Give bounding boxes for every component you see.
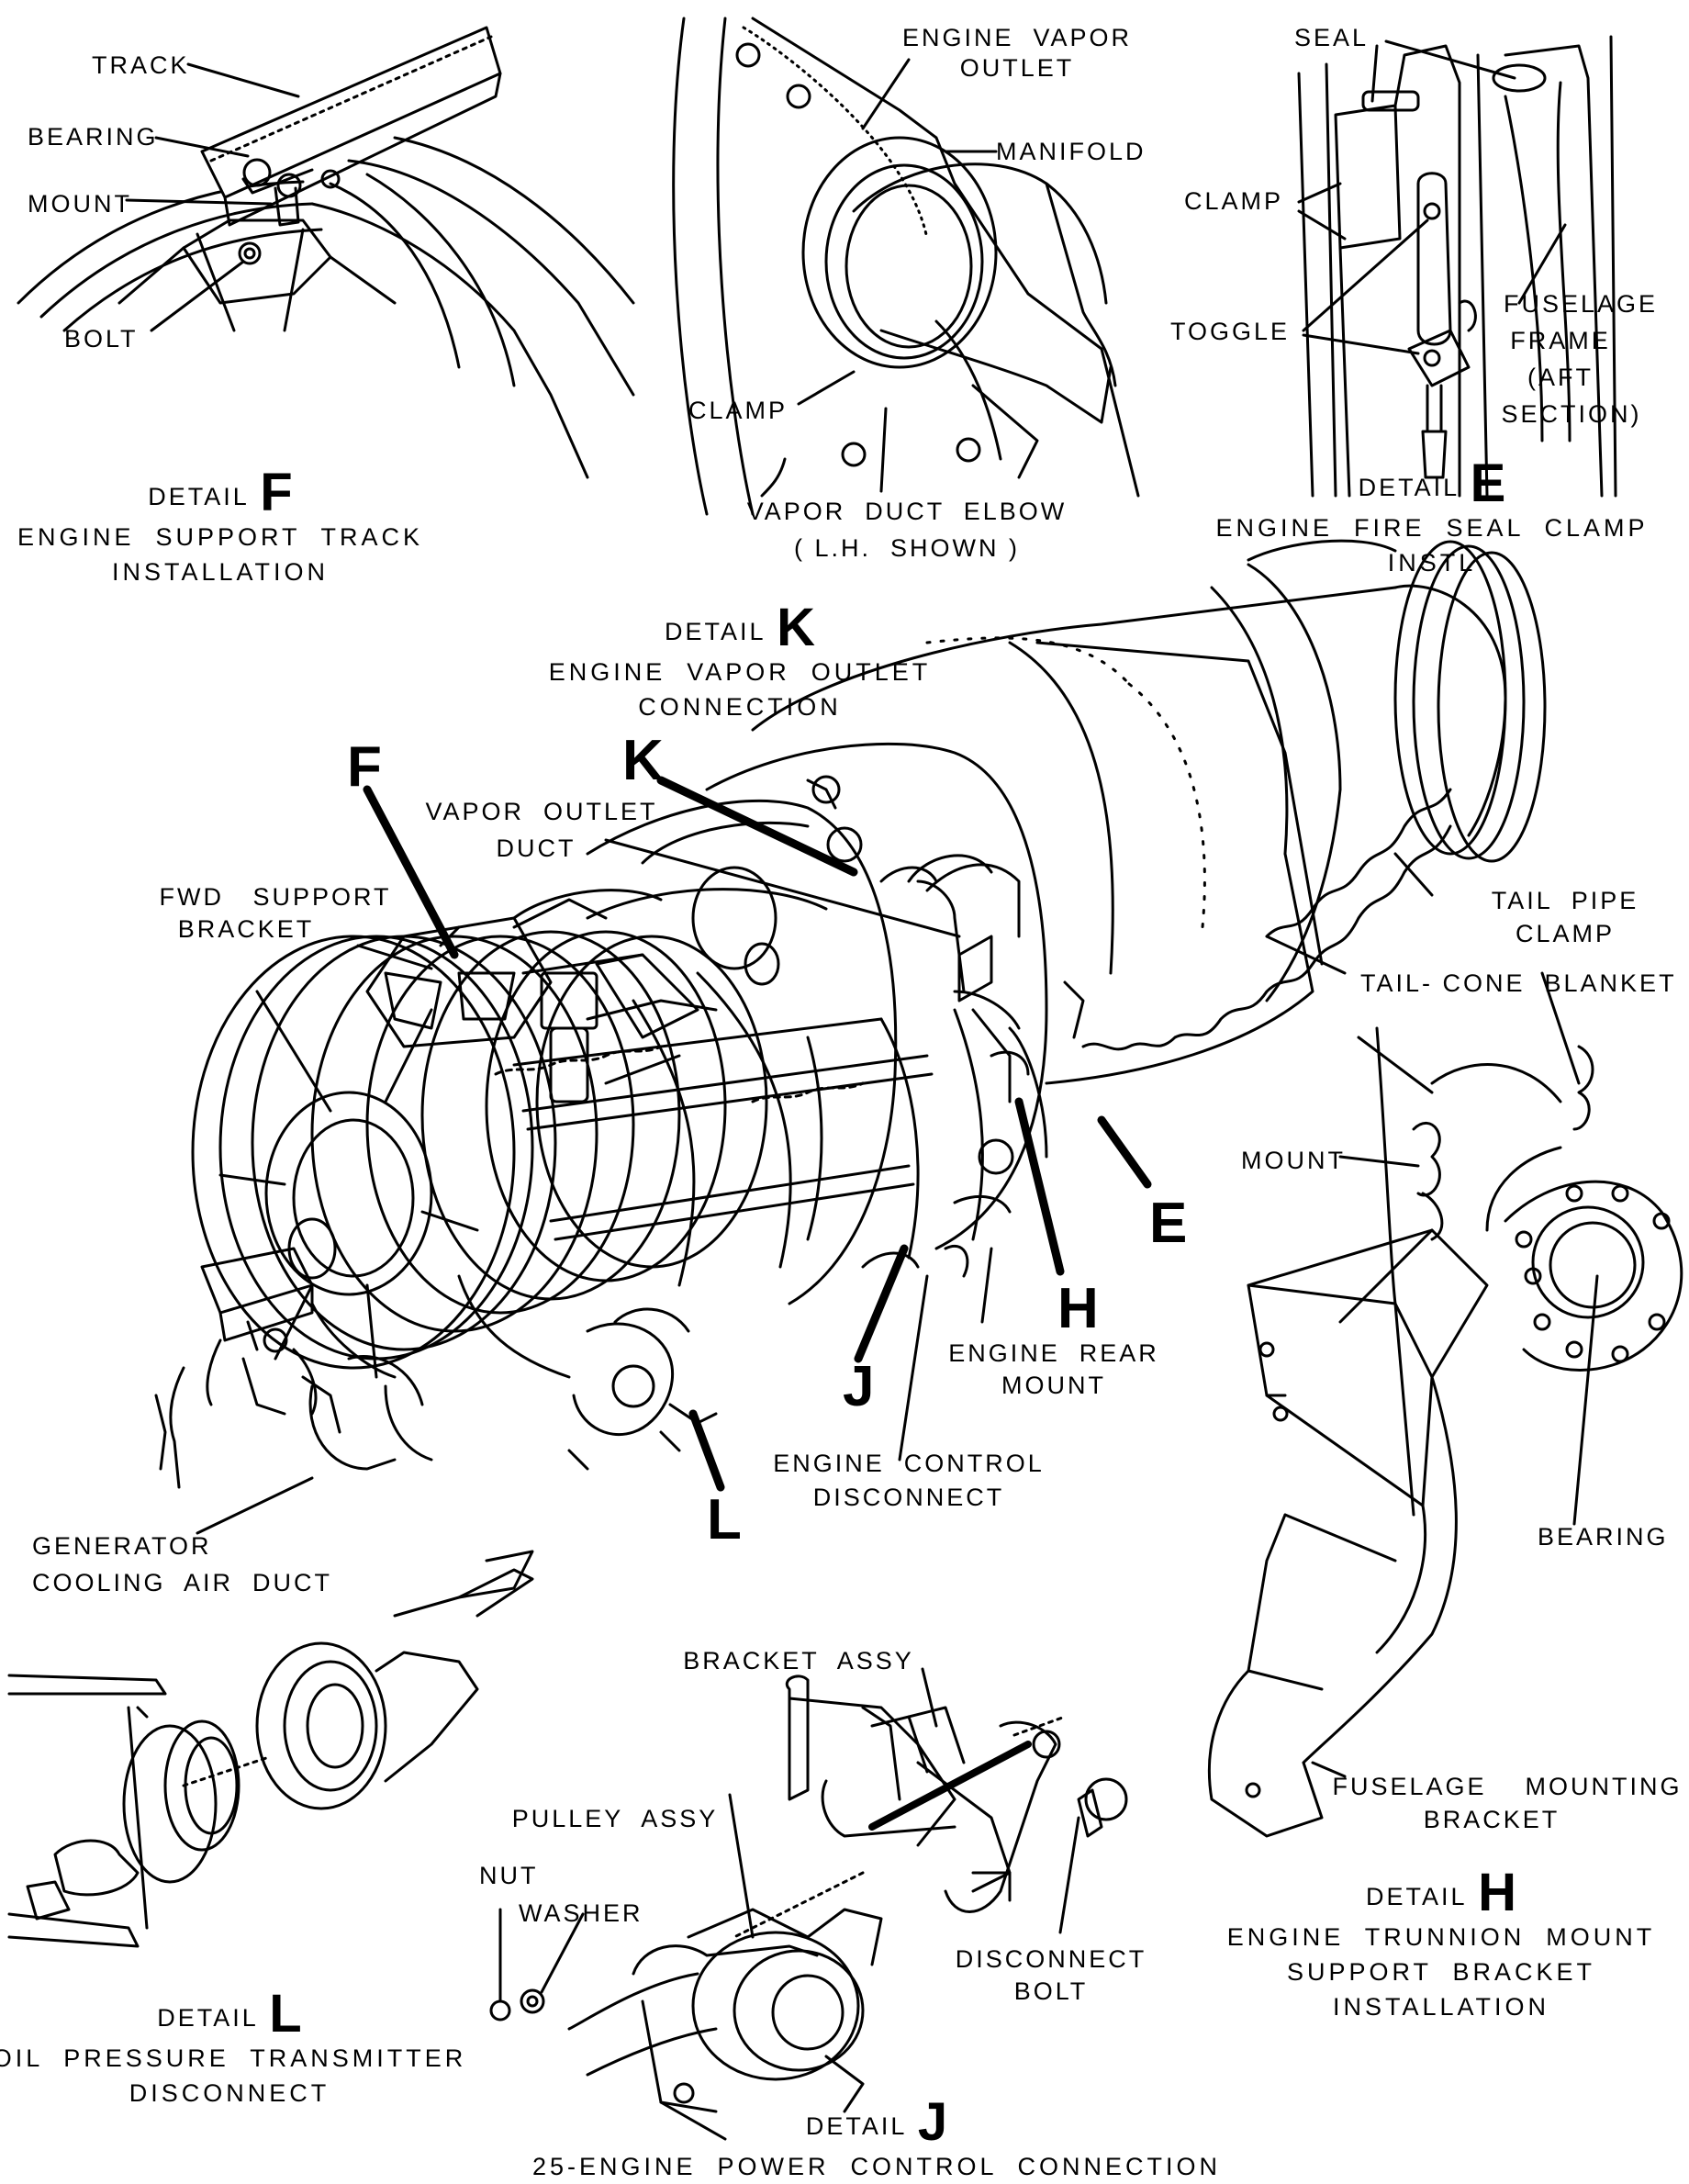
- detail-word: DETAIL: [148, 483, 250, 510]
- detail-l-drawing: [7, 1550, 534, 1948]
- label-engine-rear-2: MOUNT: [1001, 1372, 1106, 1399]
- label-clamp-k: CLAMP: [688, 397, 789, 424]
- detail-j-drawing: [489, 1667, 1128, 2141]
- detail-l-title: OIL PRESSURE TRANSMITTER: [0, 2044, 467, 2072]
- label-generator-2: COOLING AIR DUCT: [32, 1569, 333, 1596]
- label-seal: SEAL: [1294, 24, 1370, 51]
- label-tail-pipe-1: TAIL PIPE: [1491, 887, 1639, 914]
- caption-detail-j: DETAIL J 25-ENGINE POWER CONTROL CONNECT…: [532, 2096, 1221, 2184]
- label-bolt: BOLT: [64, 325, 139, 353]
- label-toggle: TOGGLE: [1170, 318, 1291, 345]
- label-engine-vapor-outlet-1: ENGINE VAPOR: [901, 24, 1133, 51]
- label-engine-control-1: ENGINE CONTROL: [773, 1450, 1045, 1477]
- label-fuselage-frame-4: SECTION): [1501, 400, 1642, 428]
- label-clamp-e: CLAMP: [1184, 187, 1284, 215]
- label-fuselage-mounting-1: FUSELAGE MOUNTING: [1332, 1773, 1683, 1800]
- label-engine-control-2: DISCONNECT: [812, 1484, 1005, 1511]
- detail-word: DETAIL: [1358, 474, 1460, 501]
- label-generator-1: GENERATOR: [32, 1532, 212, 1560]
- detail-h-line3: INSTALLATION: [1332, 1993, 1550, 2021]
- label-fwd-support-2: BRACKET: [177, 915, 315, 943]
- caption-detail-h: DETAIL H ENGINE TRUNNION MOUNT SUPPORT B…: [1227, 1866, 1656, 2024]
- detail-word: DETAIL: [1366, 1883, 1468, 1910]
- label-vapor-duct-elbow: VAPOR DUCT ELBOW: [746, 498, 1068, 525]
- detail-f-drawing: [17, 26, 635, 479]
- label-disconnect-bolt-2: BOLT: [1013, 1977, 1089, 2005]
- label-fuselage-frame-2: FRAME: [1510, 327, 1611, 354]
- label-fuselage-frame-3: (AFT: [1527, 364, 1594, 391]
- detail-k-subtitle: CONNECTION: [638, 693, 842, 721]
- label-nut: NUT: [479, 1862, 539, 1889]
- label-engine-rear-1: ENGINE REAR: [948, 1339, 1159, 1367]
- label-tail-pipe-2: CLAMP: [1515, 920, 1616, 947]
- label-bearing-h: BEARING: [1538, 1523, 1669, 1551]
- detail-word: DETAIL: [805, 2112, 908, 2140]
- label-tail-cone-blanket: TAIL- CONE BLANKET: [1360, 969, 1677, 997]
- callout-f: F: [347, 735, 382, 799]
- label-bearing-f: BEARING: [28, 123, 159, 151]
- label-fuselage-mounting-2: BRACKET: [1423, 1806, 1560, 1833]
- callout-h: H: [1057, 1277, 1099, 1340]
- label-pulley-assy: PULLEY ASSY: [511, 1805, 719, 1832]
- detail-j-letter: J: [917, 2092, 948, 2152]
- callout-e: E: [1149, 1192, 1188, 1255]
- detail-k-drawing: [672, 17, 1140, 516]
- detail-word: DETAIL: [157, 2004, 259, 2032]
- detail-f-title: ENGINE SUPPORT TRACK: [17, 523, 424, 551]
- label-track: TRACK: [92, 51, 190, 79]
- label-mount-h: MOUNT: [1241, 1147, 1346, 1174]
- label-engine-vapor-outlet-2: OUTLET: [959, 54, 1075, 82]
- label-washer: WASHER: [519, 1899, 643, 1927]
- detail-l-subtitle: DISCONNECT: [129, 2079, 330, 2107]
- label-fuselage-frame-1: FUSELAGE: [1503, 290, 1659, 318]
- caption-detail-l: DETAIL L OIL PRESSURE TRANSMITTER DISCON…: [0, 1988, 466, 2111]
- detail-e-subtitle: INSTL: [1387, 549, 1477, 577]
- detail-j-title: 25-ENGINE POWER CONTROL CONNECTION: [531, 2153, 1222, 2180]
- detail-h-letter: H: [1478, 1863, 1516, 1922]
- detail-k-title: ENGINE VAPOR OUTLET: [548, 658, 932, 686]
- callout-l: L: [707, 1488, 742, 1551]
- detail-h-drawing: [1207, 971, 1683, 1838]
- label-vapor-outlet-duct-2: DUCT: [496, 834, 576, 862]
- callout-k: K: [622, 729, 664, 792]
- caption-detail-e: DETAIL E ENGINE FIRE SEAL CLAMP INSTL: [1215, 457, 1648, 580]
- caption-detail-f: DETAIL F ENGINE SUPPORT TRACK INSTALLATI…: [17, 466, 423, 589]
- detail-f-letter: F: [260, 463, 293, 522]
- detail-e-letter: E: [1470, 454, 1506, 513]
- label-mount-f: MOUNT: [28, 190, 132, 218]
- caption-detail-k: DETAIL K ENGINE VAPOR OUTLET CONNECTION: [549, 601, 932, 724]
- detail-k-letter: K: [777, 598, 815, 657]
- detail-e-title: ENGINE FIRE SEAL CLAMP: [1215, 514, 1649, 542]
- label-vapor-outlet-duct-1: VAPOR OUTLET: [425, 798, 658, 825]
- label-manifold: MANIFOLD: [996, 138, 1147, 165]
- detail-e-drawing: [1297, 35, 1617, 498]
- label-fwd-support-1: FWD SUPPORT: [159, 883, 392, 911]
- detail-f-subtitle: INSTALLATION: [111, 558, 330, 586]
- detail-l-letter: L: [269, 1984, 302, 2044]
- callout-j: J: [843, 1355, 875, 1418]
- label-lh-shown: ( L.H. SHOWN ): [794, 534, 1020, 562]
- detail-h-subtitle: SUPPORT BRACKET: [1286, 1958, 1596, 1986]
- label-bracket-assy: BRACKET ASSY: [683, 1647, 914, 1674]
- main-engine-drawing: [154, 539, 1547, 1535]
- label-disconnect-bolt-1: DISCONNECT: [955, 1945, 1147, 1973]
- detail-word: DETAIL: [665, 618, 766, 645]
- detail-h-title: ENGINE TRUNNION MOUNT: [1226, 1923, 1656, 1951]
